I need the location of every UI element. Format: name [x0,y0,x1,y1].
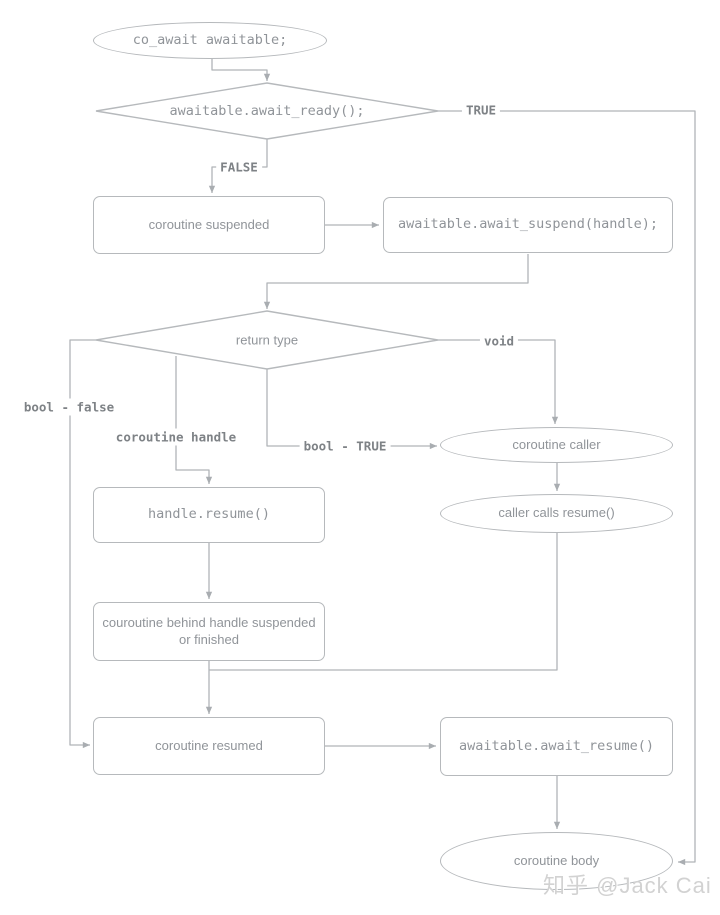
node-return-type-label: return type [235,332,299,348]
node-coroutine-caller-label: coroutine caller [512,436,601,452]
node-co-await-awaitable-label: co_await awaitable; [132,31,288,48]
edge-void-to-coroutine-caller [438,339,559,424]
node-coroutine-resumed-label: coroutine resumed [155,737,263,753]
edge-bool-false-to-coroutine-resumed [69,339,96,749]
edge-label-coroutine-handle: coroutine handle [111,428,241,446]
edge-label-true: TRUE [461,101,501,119]
edge-label-void: void [479,332,519,350]
node-coroutine-caller: coroutine caller [440,427,673,463]
edge-coroutine-handle-to-handle-resume [175,356,213,484]
node-await-suspend: awaitable.await_suspend(handle); [383,197,673,253]
node-caller-calls-resume: caller calls resume() [440,494,673,533]
node-await-resume-label: awaitable.await_resume() [458,737,655,754]
edge-calls-resume-join [209,533,558,671]
node-behind-handle-label: couroutine behind handle suspended or fi… [102,614,316,647]
node-await-ready-label: awaitable.await_ready(); [169,103,365,119]
edge-label-bool-true: bool - TRUE [299,437,391,455]
edge-label-bool-false: bool - false [19,398,119,416]
node-handle-resume: handle.resume() [93,487,325,543]
node-handle-resume-label: handle.resume() [148,506,270,523]
zhihu-watermark: 知乎 @Jack Cai [543,873,712,898]
node-coroutine-suspended-label: coroutine suspended [148,216,270,232]
node-coroutine-body-label: coroutine body [513,852,600,868]
edge-label-false: FALSE [216,158,262,176]
node-behind-handle: couroutine behind handle suspended or fi… [93,602,325,661]
decision-await-ready-shape [95,82,439,140]
node-caller-calls-resume-label: caller calls resume() [498,505,615,521]
node-coroutine-body: coroutine body [440,832,673,890]
edge-start-to-await-ready [211,59,271,81]
node-coroutine-resumed: coroutine resumed [93,717,325,775]
node-coroutine-suspended: coroutine suspended [93,196,325,254]
node-co-await-awaitable: co_await awaitable; [93,22,327,59]
edge-true-to-coroutine-body [438,110,696,866]
node-await-resume: awaitable.await_resume() [440,717,673,776]
edge-bool-true-to-coroutine-caller [266,369,437,450]
node-await-suspend-label: awaitable.await_suspend(handle); [397,216,659,233]
decision-return-type-shape [95,310,439,370]
edge-await-suspend-to-return-type [263,254,529,309]
